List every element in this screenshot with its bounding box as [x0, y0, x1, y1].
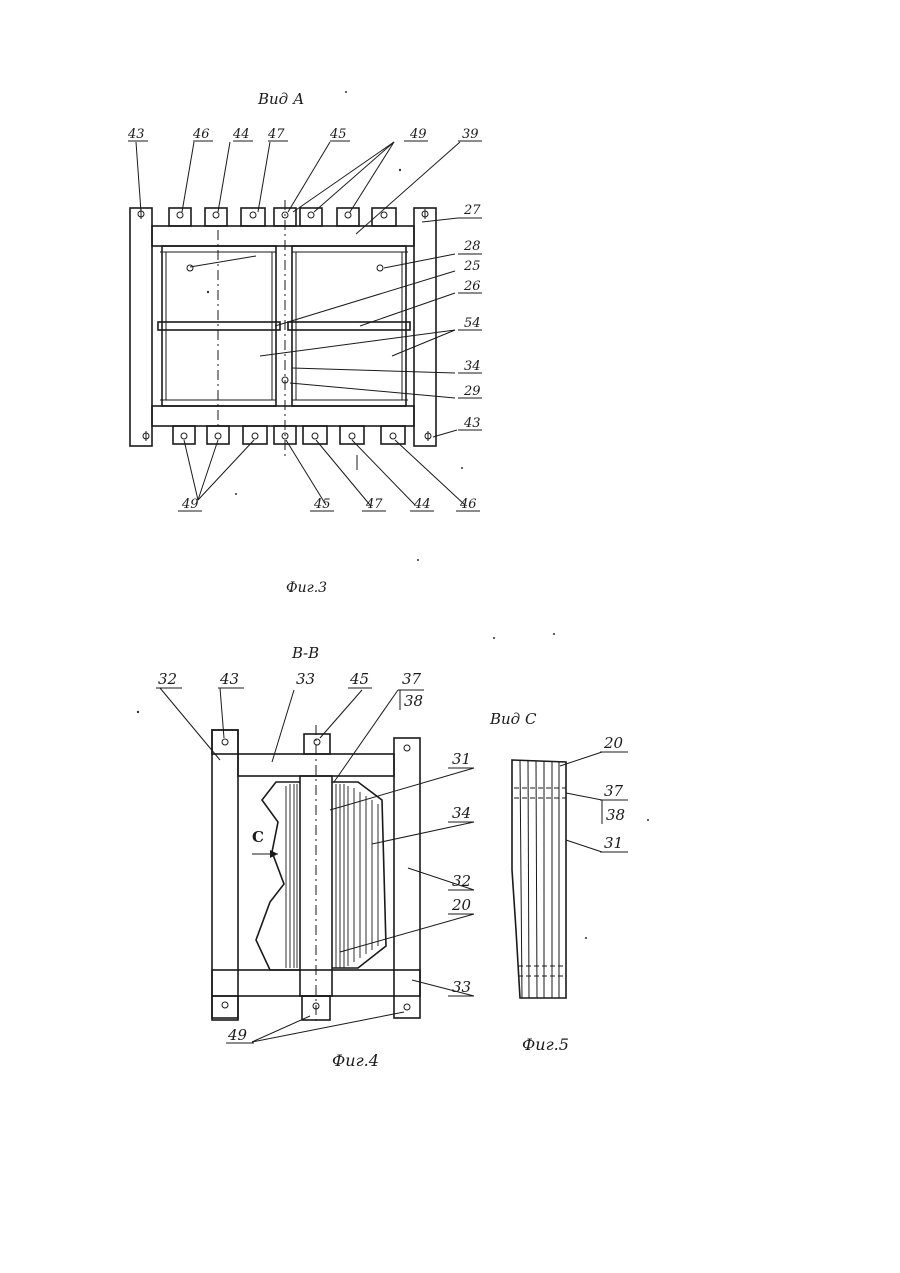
label-38: 38: [404, 692, 423, 710]
label-25: 25: [463, 259, 481, 274]
label-28: 28: [463, 239, 481, 254]
bottom-tabs: [173, 426, 405, 444]
label-47-bottom: 47: [365, 497, 383, 512]
view-c-title: Вид С: [489, 710, 537, 728]
top-beam: [152, 226, 414, 246]
label-46-bottom: 46: [459, 497, 477, 512]
label-39: 39: [462, 127, 479, 142]
figure-4: В-В: [156, 644, 474, 1070]
left-crossbar: [158, 322, 280, 330]
label-37: 37: [604, 782, 624, 800]
label-45-top: 45: [329, 127, 347, 142]
label-31: 31: [452, 750, 471, 768]
label-47-top: 47: [267, 127, 285, 142]
label-43-top: 43: [127, 127, 145, 142]
bottom-beam: [152, 406, 414, 426]
label-32-top: 32: [158, 670, 177, 688]
scan-specks: [137, 91, 649, 939]
label-43: 43: [219, 670, 239, 688]
label-27: 27: [463, 203, 481, 218]
label-20: 20: [451, 896, 472, 914]
right-crossbar: [288, 322, 410, 330]
right-post: [394, 738, 420, 1018]
fig4-leaders: [160, 688, 474, 1042]
fig3-leaders: [136, 142, 465, 505]
figure-5-caption: Фиг.5: [522, 1035, 569, 1054]
section-bb-title: В-В: [291, 644, 319, 662]
label-49-top: 49: [409, 127, 427, 142]
left-post: [212, 730, 238, 1020]
view-a-title: Вид А: [257, 90, 304, 108]
label-31: 31: [604, 834, 623, 852]
label-44-bottom: 44: [413, 497, 431, 512]
right-window: [292, 246, 406, 406]
top-tabs: [169, 208, 396, 226]
label-54: 54: [464, 316, 481, 331]
label-37: 37: [402, 670, 422, 688]
label-43-right: 43: [463, 416, 481, 431]
label-34: 34: [464, 359, 481, 374]
figure-4-caption: Фиг.4: [332, 1051, 379, 1070]
label-32-right: 32: [452, 872, 471, 890]
label-38: 38: [606, 806, 625, 824]
label-46-top: 46: [192, 127, 210, 142]
label-20: 20: [603, 734, 624, 752]
label-34: 34: [452, 804, 471, 822]
label-49-bottom: 49: [181, 497, 199, 512]
label-45-bottom: 45: [313, 497, 331, 512]
side-bar-left: [130, 208, 152, 446]
label-33-bottom: 33: [452, 978, 471, 996]
label-45: 45: [349, 670, 369, 688]
label-49: 49: [227, 1026, 248, 1044]
figure-3: Вид А: [127, 90, 482, 596]
figure-5: Вид С 20 37 38 31 Фиг.5: [489, 710, 628, 1054]
label-44-top: 44: [232, 127, 250, 142]
label-29: 29: [463, 384, 481, 399]
fig4-labels: 32 43 33 45 37 38 С 31 34 32 20 33 49: [156, 670, 474, 1044]
label-26: 26: [463, 279, 481, 294]
side-bar-right: [414, 208, 436, 446]
left-window: [162, 246, 276, 406]
core-left-broken: [256, 782, 300, 970]
label-33-top: 33: [296, 670, 315, 688]
arrow-c-label: С: [252, 828, 264, 846]
figure-3-caption: Фиг.3: [286, 580, 327, 596]
